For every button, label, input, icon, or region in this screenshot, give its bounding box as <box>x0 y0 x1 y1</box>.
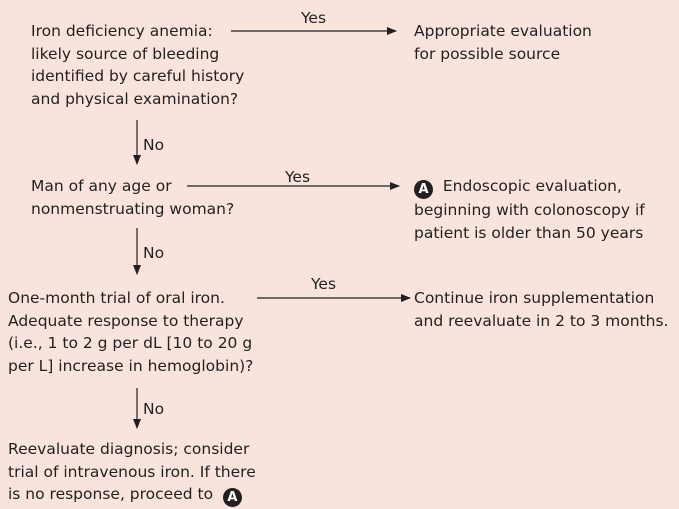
node-line: patient is older than 50 years <box>414 223 644 242</box>
edge-label-yes: Yes <box>301 9 327 27</box>
node-line: A Endoscopic evaluation, <box>414 175 645 199</box>
node-continue-iron-supplementation: Continue iron supplementation and reeval… <box>414 287 668 332</box>
node-line: nonmenstruating woman? <box>31 199 235 218</box>
step-a-badge: A <box>414 180 433 199</box>
edge-label-yes: Yes <box>311 275 337 293</box>
edge-label-no: No <box>143 136 165 154</box>
node-line: Man of any age or <box>31 177 172 195</box>
node-line-text: Endoscopic evaluation, <box>442 177 622 195</box>
node-line: trial of intravenous iron. If there <box>8 462 256 481</box>
node-line: identified by careful history <box>31 67 245 85</box>
node-line: (i.e., 1 to 2 g per dL [10 to 20 g <box>8 334 253 352</box>
node-endoscopic-evaluation: A Endoscopic evaluation, beginning with … <box>414 175 645 244</box>
node-line: Iron deficiency anemia: <box>31 22 213 40</box>
node-line: and reevaluate in 2 to 3 months. <box>414 311 669 330</box>
node-line: and physical examination? <box>31 89 239 108</box>
node-line: beginning with colonoscopy if <box>414 201 645 219</box>
node-line: Appropriate evaluation <box>414 22 592 40</box>
node-line: One-month trial of oral iron. <box>8 289 225 307</box>
edge-label-yes: Yes <box>285 168 311 186</box>
node-line: Adequate response to therapy <box>8 311 244 330</box>
node-line: for possible source <box>414 44 561 63</box>
node-line: Reevaluate diagnosis; consider <box>8 440 250 458</box>
node-line: is no response, proceed to A <box>8 483 256 507</box>
edge-label-no: No <box>143 400 165 418</box>
node-oral-iron-trial-question: One-month trial of oral iron. Adequate r… <box>8 287 253 377</box>
node-iron-deficiency-question: Iron deficiency anemia: likely source of… <box>31 20 244 110</box>
edge-label-no: No <box>143 244 165 262</box>
node-man-or-nonmenstruating-question: Man of any age or nonmenstruating woman? <box>31 175 234 220</box>
node-appropriate-evaluation: Appropriate evaluation for possible sour… <box>414 20 592 65</box>
node-line: likely source of bleeding <box>31 44 220 63</box>
step-a-badge: A <box>222 488 242 507</box>
node-line: Continue iron supplementation <box>414 289 655 307</box>
node-line-text: is no response, proceed to <box>8 485 214 503</box>
node-reevaluate-diagnosis: Reevaluate diagnosis; consider trial of … <box>8 438 256 507</box>
node-line: per L] increase in hemoglobin)? <box>8 356 254 375</box>
